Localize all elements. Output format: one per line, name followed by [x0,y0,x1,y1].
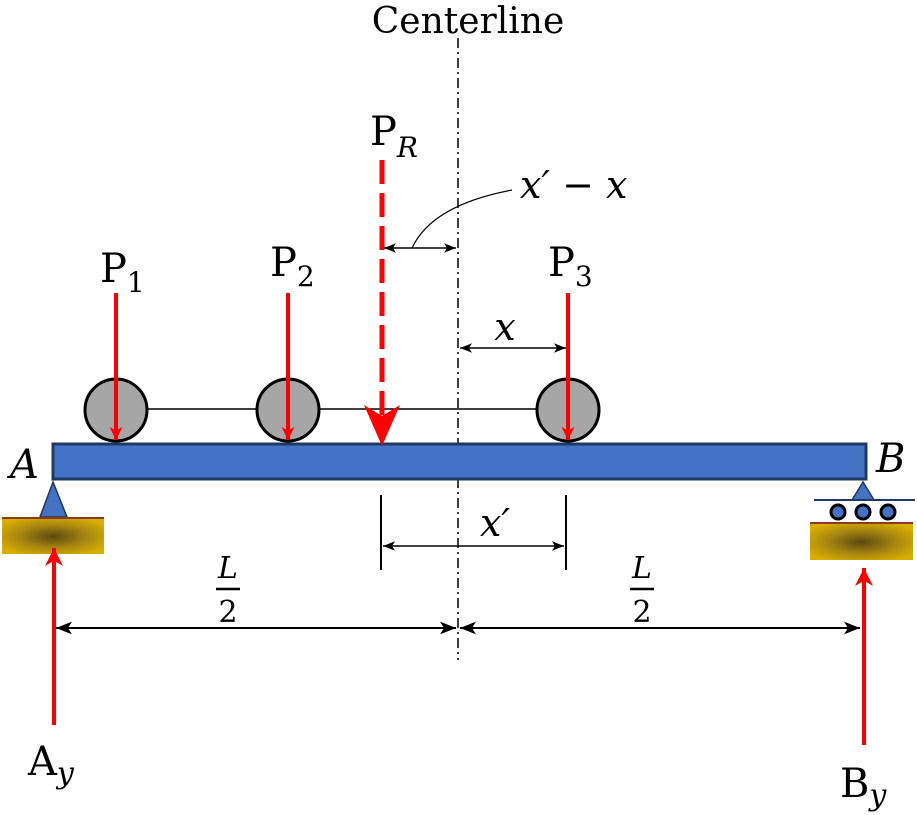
label-x-prime: x′ [480,501,510,545]
label-half-span-right: L 2 [630,551,654,630]
support-triangle-left [38,479,69,518]
label-p3: P3 [548,240,593,293]
leader-line [411,189,513,249]
label-half-span-left: L 2 [216,551,240,630]
label-point-a: A [6,442,39,488]
label-reaction-ay: Ay [27,739,75,791]
roller-2 [854,503,872,521]
label-reaction-by: By [840,761,887,813]
label-x-prime-minus-x: x′ − x [520,163,628,207]
label-pr: PR [370,109,418,164]
resultant-arrow-head [364,405,400,446]
label-point-b: B [875,436,905,482]
svg-text:2: 2 [218,595,237,630]
svg-text:L: L [631,551,652,586]
label-x: x [494,305,515,349]
svg-text:L: L [217,551,238,586]
roller-1 [829,503,847,521]
roller-3 [879,503,897,521]
label-p1: P1 [100,246,145,299]
svg-text:2: 2 [632,595,651,630]
foundation-right [810,524,913,560]
beam [51,442,868,481]
label-p2: P2 [270,240,315,293]
centerline-label: Centerline [372,1,565,42]
support-triangle-right [850,480,876,501]
